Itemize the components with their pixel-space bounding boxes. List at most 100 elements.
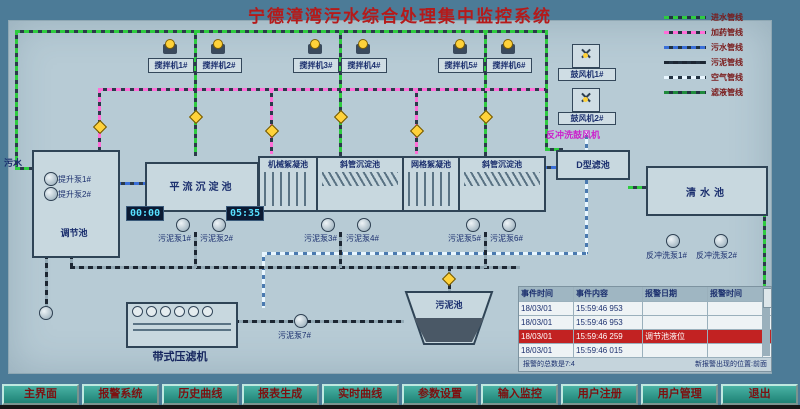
tank-tube-settler-1-label: 斜管沉淀池 [340,160,380,169]
pump-icon[interactable] [466,218,480,232]
lift-transfer-pipe [116,182,146,185]
tank-horizontal-sedimentation: 平流沉淀池 [145,162,259,212]
sludge-pump-5-label: 污泥泵5# [448,234,481,243]
backwash-pump-2-label: 反冲洗泵2# [696,251,737,260]
sewage-line-icon [664,46,706,49]
bottom-menu-bar: 主界面 报警系统 历史曲线 报表生成 实时曲线 参数设置 输入监控 用户注册 用… [0,384,800,405]
sed-to-filter-pipe [542,166,558,169]
alarm-cell: 15:59:46 953 [574,302,643,315]
alarm-row[interactable]: 18/03/01 15:59:46 953 [519,316,771,330]
pump-icon[interactable] [321,218,335,232]
mixer-6-label[interactable]: 搅拌机6# [486,58,532,73]
tank-mechanical-flocculation-label: 机械絮凝池 [268,160,308,169]
menu-user-register-button[interactable]: 用户注册 [561,384,639,405]
alarm-cell [708,302,763,315]
belt-line [133,329,231,331]
dosing-drop-pipe-3 [415,88,418,154]
alarm-cell: 18/03/01 [519,316,574,329]
page-title: 宁德漳湾污水综合处理集中监控系统 [248,7,552,26]
menu-history-curve-button[interactable]: 历史曲线 [161,384,239,405]
sludge-branch-pipe-2 [339,232,342,268]
alarm-row[interactable]: 18/03/01 15:59:46 953 [519,302,771,316]
alarm-cell [643,344,708,357]
tank-regulating [32,150,120,258]
legend-label: 滤液管线 [711,88,743,97]
menu-report-button[interactable]: 报表生成 [241,384,319,405]
mixer-motor-icon[interactable] [163,39,177,54]
tank-sludge-pool: 污泥池 [404,290,494,346]
alarm-cell: 18/03/01 [519,344,574,357]
mixer-3-label[interactable]: 搅拌机3# [293,58,339,73]
air-main-horizontal-pipe [262,252,587,255]
lift-pump-1-label: 提升泵1# [58,175,91,184]
sludge-header-pipe [70,266,520,269]
pump-icon[interactable] [44,172,58,186]
tank-horizontal-sedimentation-label: 平流沉淀池 [169,182,235,193]
mixer-drop-pipe-1 [194,30,197,156]
alarm-cell: 15:59:46 259 [574,330,643,343]
alarm-table: 事件时间 事件内容 报警日期 报警时间 18/03/01 15:59:46 95… [518,286,772,372]
alarm-cell: 调节池液位 [643,330,708,343]
filter-feed-pipe [545,148,563,151]
pump-icon[interactable] [39,306,53,320]
sewage-inlet-label: 污水 [4,158,23,168]
pump-icon[interactable] [212,218,226,232]
menu-user-manage-button[interactable]: 用户管理 [641,384,719,405]
blower-1-label[interactable]: 鼓风机1# [558,68,616,81]
inlet-left-pipe [15,30,18,170]
pump-icon[interactable] [44,187,58,201]
menu-alarm-button[interactable]: 报警系统 [81,384,159,405]
alarm-row[interactable]: 18/03/01 15:59:46 015 [519,344,771,358]
mixer-motor-icon[interactable] [211,39,225,54]
tank-clear-water: 清水池 [646,166,768,216]
mixer-2-label[interactable]: 搅拌机2# [196,58,242,73]
dosing-main-pipe [98,88,546,91]
alarm-header-cell: 报警时间 [708,287,763,301]
lift-pump-2-label: 提升泵2# [58,190,91,199]
blower-fan-icon[interactable]: ✕ [572,44,600,68]
tank-sludge-pool-label: 污泥池 [435,300,463,310]
backwash-blower-label: 反冲洗鼓风机 [546,130,601,140]
menu-exit-button[interactable]: 退出 [721,384,799,405]
legend-row: 滤液管线 [664,85,776,100]
mixer-1-label[interactable]: 搅拌机1# [148,58,194,73]
menu-parameter-button[interactable]: 参数设置 [401,384,479,405]
legend-row: 污水管线 [664,40,776,55]
mixer-motor-icon[interactable] [308,39,322,54]
menu-main-button[interactable]: 主界面 [2,384,79,405]
sludge-pump-7-label: 污泥泵7# [278,331,311,340]
menu-input-monitor-button[interactable]: 输入监控 [481,384,559,405]
mixer-5-label[interactable]: 搅拌机5# [438,58,484,73]
belt-press [126,302,238,348]
pump-icon[interactable] [666,234,680,248]
pump-icon[interactable] [357,218,371,232]
alarm-footer: 报警的总数是7:4 新报警出现的位置:前面 [523,359,767,369]
sludge-pool-shape [404,291,494,345]
mixer-drop-pipe-3 [484,30,487,156]
pump-icon[interactable] [502,218,516,232]
mixer-motor-icon[interactable] [501,39,515,54]
mixer-4-label[interactable]: 搅拌机4# [341,58,387,73]
mixing-grid-pattern [264,172,312,206]
alarm-cell [643,302,708,315]
sludge-pump-2-label: 污泥泵2# [200,234,233,243]
tank-tube-settler-2: 斜管沉淀池 [458,156,546,212]
alarm-scrollbar[interactable] [763,288,772,356]
mixer-motor-icon[interactable] [356,39,370,54]
alarm-scrollbar-thumb[interactable] [763,288,772,308]
alarm-row-active[interactable]: 18/03/01 15:59:46 259 调节池液位 [519,330,771,344]
alarm-total-text: 报警的总数是7:4 [523,361,575,368]
pump-icon[interactable] [294,314,308,328]
pump-icon[interactable] [714,234,728,248]
tank-clear-water-label: 清水池 [686,188,728,199]
sludge-pump-3-label: 污泥泵3# [304,234,337,243]
mixer-motor-icon[interactable] [453,39,467,54]
legend-row: 加药管线 [664,25,776,40]
blower-2-label[interactable]: 鼓风机2# [558,112,616,125]
blower-fan-icon[interactable]: ✕ [572,88,600,112]
timer-display-2: 05:35 [226,206,265,221]
alarm-cell [708,316,763,329]
dosing-drop-pipe-1 [98,88,101,150]
pump-icon[interactable] [176,218,190,232]
menu-realtime-curve-button[interactable]: 实时曲线 [321,384,399,405]
